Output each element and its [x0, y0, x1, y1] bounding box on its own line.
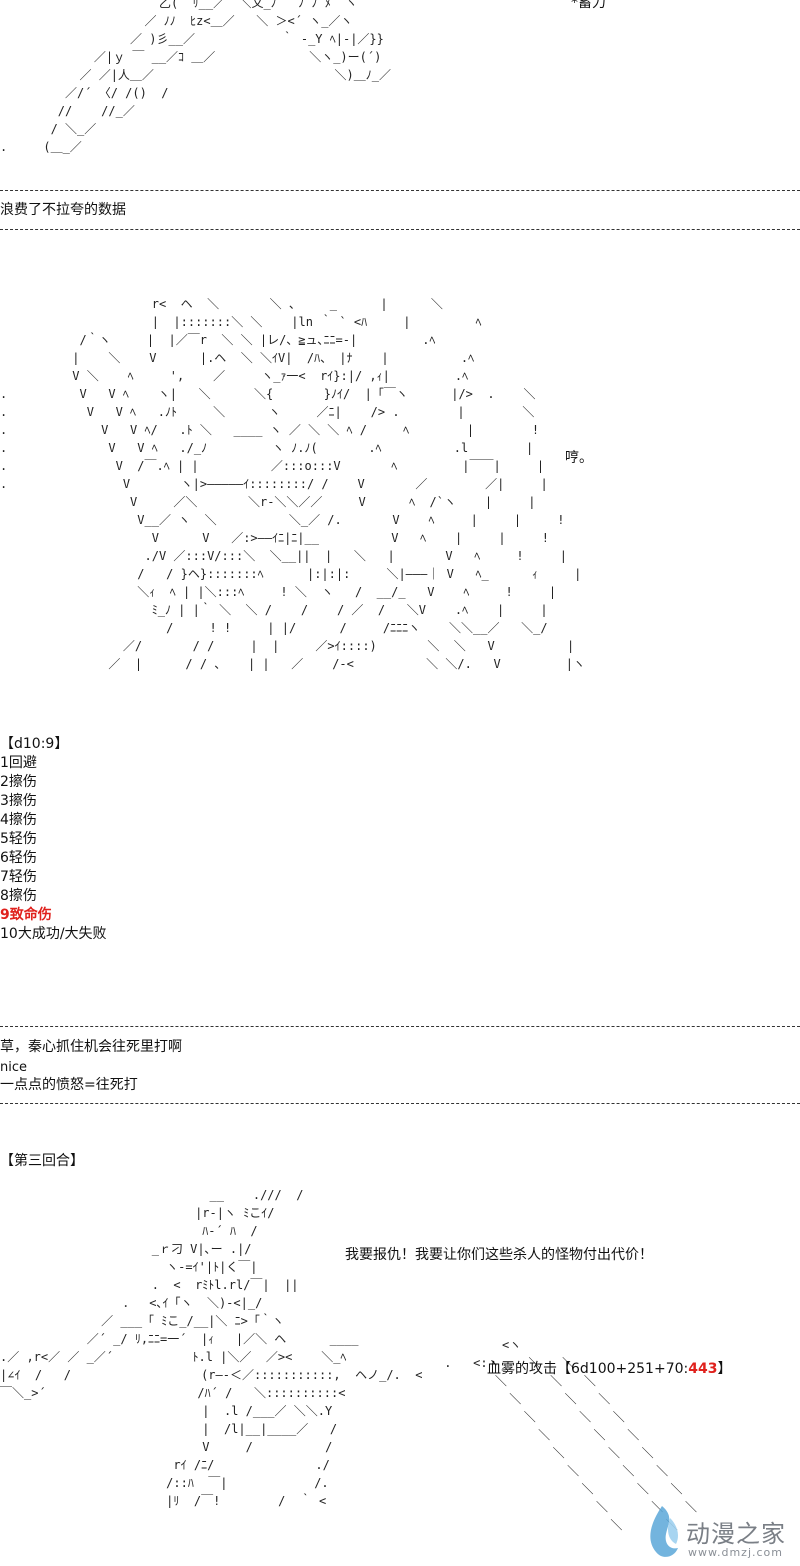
attack-roll: 血雾的攻击【6d100+251+70:443】 — [487, 1360, 731, 1379]
ascii-art-figure: r< ヘ ＼ ＼ 、 _ | ＼ | |:::::::＼ ＼ |ln ｀ ` <… — [0, 297, 585, 671]
watermark-logo-icon — [650, 1506, 678, 1557]
dice-result-item: 2擦伤 — [0, 774, 37, 790]
ascii-attack-lines: <ヽ . <:ヽ ＼ ＼ ＼ ＼ ＼ ＼ ＼ ＼ ＼ ＼ ＼ ＼ ＼ ＼ ＼ ＼… — [444, 1338, 707, 1532]
round-label: 【第三回合】 — [0, 1153, 84, 1169]
dice-result-item: 3擦伤 — [0, 793, 37, 809]
separator-line — [0, 190, 800, 191]
comment-line: 一点点的愤怒=往死打 — [0, 1077, 138, 1093]
dice-result-item: 5轻伤 — [0, 831, 37, 847]
dice-header: 【d10:9】 — [0, 736, 69, 752]
separator-line — [0, 1026, 800, 1027]
dice-result-item: 8擦伤 — [0, 888, 37, 904]
separator-line — [0, 1103, 800, 1104]
dice-result-item: 7轻伤 — [0, 869, 37, 885]
separator-line — [0, 229, 800, 230]
dice-result-item: 9致命伤 — [0, 907, 52, 923]
dice-result-item: 1回避 — [0, 755, 37, 771]
dice-result-item: 10大成功/大失败 — [0, 926, 107, 942]
dice-result-list: 1回避 2擦伤 3擦伤 4擦伤 5轻伤 6轻伤 7轻伤 8擦伤 9致命伤 10大成功/大失败 — [0, 754, 107, 944]
ascii-art-attacker: __ ./// / |r-|ヽ ﾐこｲ/ ﾊ-´ ﾊ / _ｒ刁 V|､ー .|… — [0, 1188, 423, 1508]
watermark-brand: 动漫之家 — [686, 1520, 786, 1548]
attack-roll-suffix: 】 — [717, 1361, 732, 1377]
revenge-line: 我要报仇！我要让你们这些杀人的怪物付出代价！ — [345, 1247, 653, 1263]
comment-line: nice — [0, 1060, 27, 1075]
watermark-url: www.dmzj.com — [688, 1546, 783, 1559]
dice-result-item: 4擦伤 — [0, 812, 37, 828]
dice-result-item: 6轻伤 — [0, 850, 37, 866]
top-note: *蓄力 — [571, 0, 606, 11]
hum-line: 哼。 — [565, 450, 593, 466]
attack-roll-value: 443 — [688, 1361, 718, 1377]
separator-label: 浪费了不拉夸的数据 — [0, 202, 126, 218]
attack-roll-prefix: 血雾的攻击【6d100+251+70: — [487, 1361, 689, 1377]
ascii-art-top: 乙( ﾘ__／ ＼乂_ﾉ ﾉ ﾉ ﾒ ヽ ／ ﾉﾉ ﾋz<＿／ ＼ ＞<´ ヽ_… — [0, 0, 391, 154]
comment-line: 草，秦心抓住机会往死里打啊 — [0, 1039, 182, 1055]
